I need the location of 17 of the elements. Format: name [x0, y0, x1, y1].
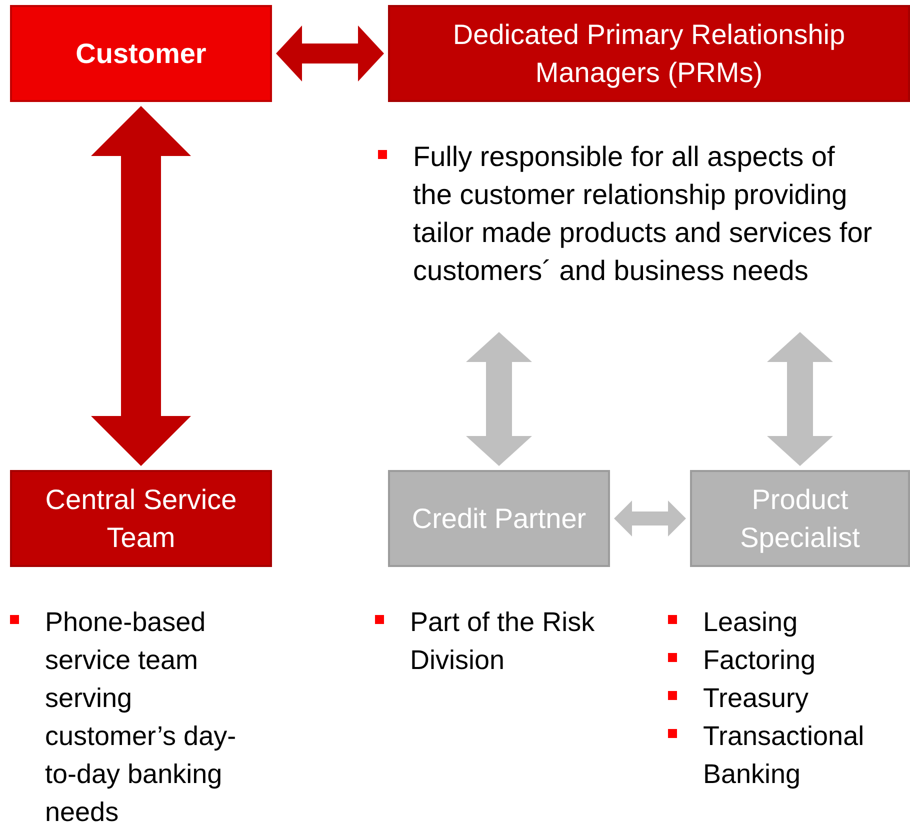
process-box: Dedicated Primary Relationship Managers (PRMs): [388, 5, 910, 102]
bullet-text: Fully responsible for all aspects of the customer relationship providing tailor made products and services for customers´ and business needs: [413, 140, 874, 288]
bullet-text: Treasury: [703, 682, 809, 715]
process-box: Product Specialist: [690, 470, 910, 567]
bullet-text: Leasing: [703, 606, 798, 639]
double-headed-arrow: [91, 106, 191, 466]
double-headed-arrow: [614, 500, 686, 536]
process-box: Customer: [10, 5, 272, 102]
process-box: Central Service Team: [10, 470, 272, 567]
process-box: Credit Partner: [388, 470, 610, 567]
double-headed-arrow: [466, 332, 532, 466]
bullet-text: Transactional Banking: [703, 720, 866, 791]
bullet-text: Part of the Risk Division: [410, 606, 596, 677]
double-headed-arrow: [767, 332, 833, 466]
bullet-text: Factoring: [703, 644, 816, 677]
double-headed-arrow: [276, 26, 384, 82]
bullet-text: Phone-based service team serving customer’s day-to-day banking needs: [45, 606, 238, 829]
